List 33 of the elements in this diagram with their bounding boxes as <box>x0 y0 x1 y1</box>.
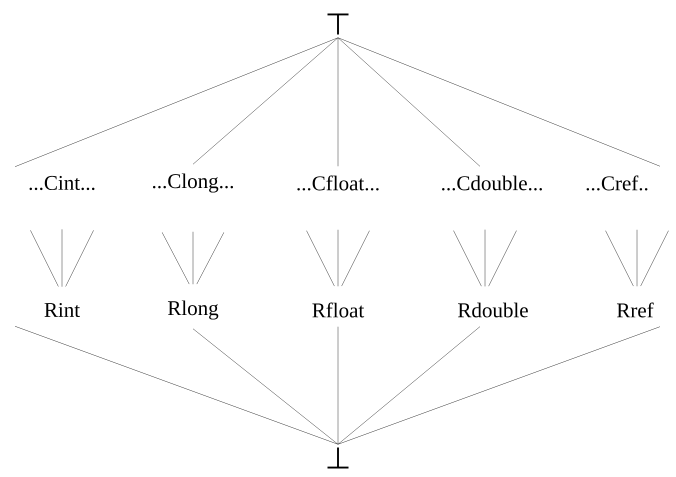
line <box>192 232 194 284</box>
line <box>338 38 480 167</box>
node-label: ...Clong... <box>152 173 234 193</box>
node-label: Rint <box>44 302 80 318</box>
line <box>162 232 190 284</box>
line <box>196 232 224 284</box>
line <box>636 230 638 286</box>
node-label: ...Cdouble... <box>442 176 542 190</box>
node-label: Rlong <box>168 300 218 320</box>
node-label: ...Cref.. <box>586 175 648 191</box>
line <box>14 326 338 444</box>
line <box>14 38 338 167</box>
line <box>192 328 338 444</box>
line <box>484 229 486 287</box>
line <box>453 230 482 286</box>
line <box>605 230 634 286</box>
line <box>306 230 335 286</box>
node-label: Rfloat <box>312 302 364 318</box>
node-label: Rdouble <box>458 302 528 318</box>
line <box>30 230 59 287</box>
lattice-symbol: ⊤ <box>328 14 349 34</box>
line <box>192 38 338 164</box>
line <box>338 38 660 166</box>
line <box>338 326 480 444</box>
line <box>338 326 660 444</box>
node-label: ...Cint... <box>30 176 94 190</box>
lattice-symbol: ⊥ <box>328 448 349 468</box>
line <box>640 230 669 286</box>
line <box>488 230 517 286</box>
node-label: Rref <box>616 302 654 318</box>
line <box>341 230 370 286</box>
node-label: ...Cfloat... <box>297 175 379 191</box>
line <box>65 230 94 287</box>
